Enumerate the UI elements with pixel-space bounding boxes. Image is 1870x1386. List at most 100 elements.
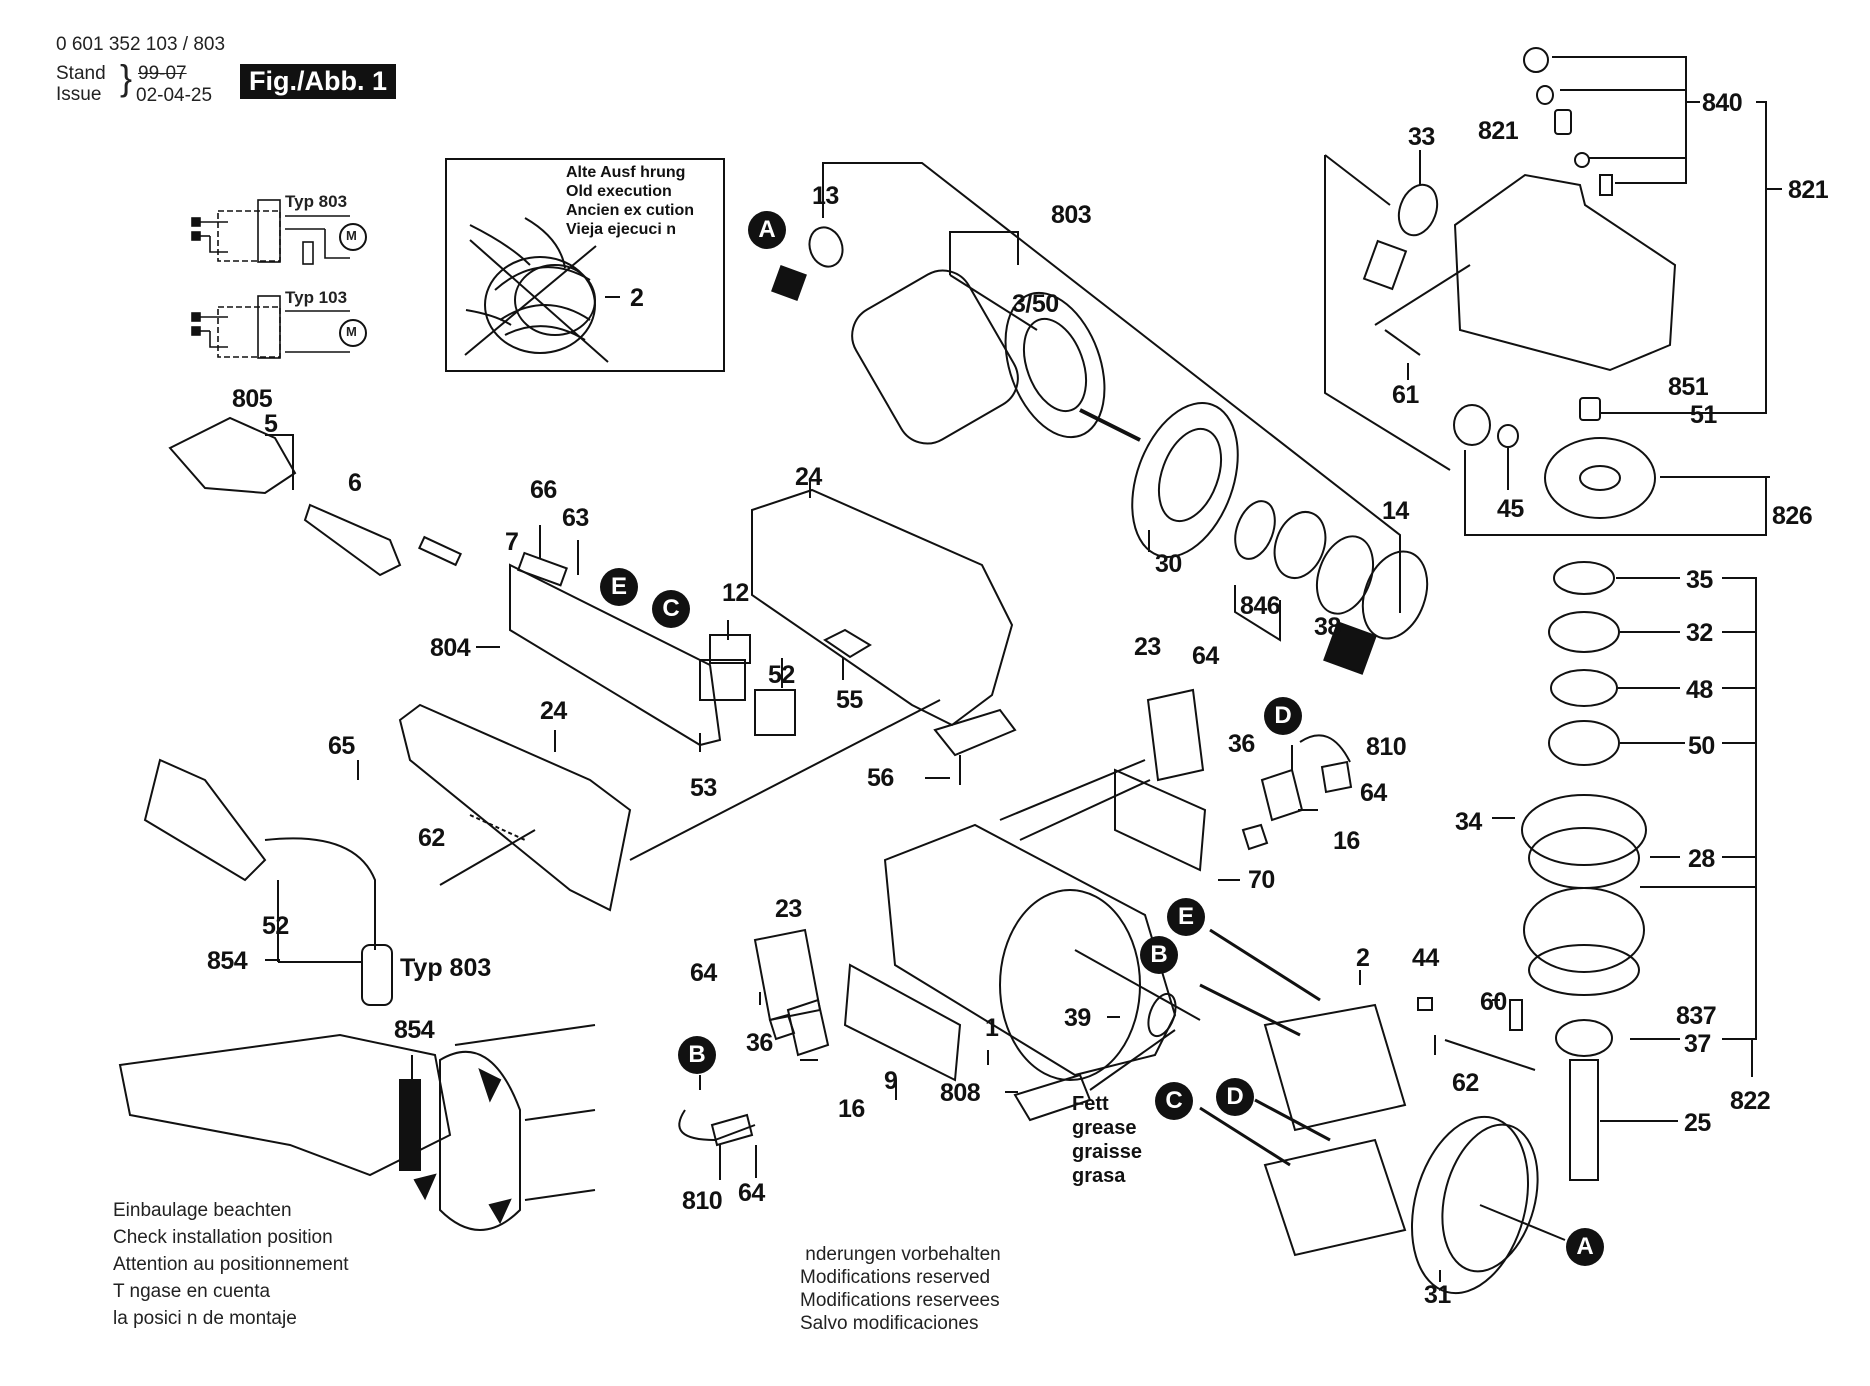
- part-label-64-right: 64: [1360, 779, 1387, 807]
- connector-marker-b-brush: B: [678, 1036, 716, 1074]
- part-label-64-left-top: 64: [690, 959, 717, 987]
- motor-symbol-803: M: [346, 228, 357, 243]
- part-label-851: 851: [1668, 373, 1709, 401]
- connector-marker-b-stator: B: [1140, 936, 1178, 974]
- part-label-13: 13: [812, 182, 839, 210]
- part-label-52-top: 52: [768, 661, 795, 689]
- grease-note-es: grasa: [1072, 1165, 1126, 1187]
- part-label-6: 6: [348, 469, 362, 497]
- part-label-1: 1: [985, 1014, 999, 1042]
- typ-103-wiring-label: Typ 103: [285, 288, 348, 307]
- part-label-826: 826: [1772, 502, 1813, 530]
- part-label-50: 50: [1688, 732, 1715, 760]
- part-label-37: 37: [1684, 1030, 1711, 1058]
- part-label-23-right: 23: [1134, 633, 1161, 661]
- part-label-28: 28: [1688, 845, 1715, 873]
- connector-marker-d-stator: D: [1216, 1078, 1254, 1116]
- bearing-flange-drawing: [1131, 402, 1429, 675]
- part-label-25: 25: [1684, 1109, 1711, 1137]
- part-label-61: 61: [1392, 381, 1419, 409]
- part-label-45: 45: [1497, 495, 1524, 523]
- wiring-schematic-103: [191, 295, 367, 359]
- part-label-803: 803: [1051, 201, 1092, 229]
- part-label-810-left: 810: [682, 1187, 723, 1215]
- old-execution-line-fr: Ancien ex cution: [566, 202, 695, 219]
- wiring-schematic-803: [191, 199, 367, 265]
- cord-switch-drawing: [168, 416, 796, 752]
- gear-housing-drawing: [1324, 47, 1782, 536]
- typ-803-label: Typ 803: [400, 954, 492, 982]
- part-label-44: 44: [1412, 944, 1439, 972]
- part-label-16-right: 16: [1333, 827, 1360, 855]
- part-label-64-left-bottom: 64: [738, 1179, 765, 1207]
- old-stator-drawing: [464, 217, 620, 363]
- old-execution-line-de: Alte Ausf hrung: [566, 164, 686, 181]
- part-label-14: 14: [1382, 497, 1409, 525]
- part-label-846: 846: [1240, 592, 1281, 620]
- part-label-3-50: 3/50: [1012, 290, 1059, 318]
- part-label-2-old: 2: [630, 284, 644, 312]
- part-label-64-right-top: 64: [1192, 642, 1219, 670]
- part-label-62-handle: 62: [418, 824, 445, 852]
- figure-badge: Fig./Abb. 1: [240, 64, 396, 99]
- issue-label: Issue: [56, 84, 102, 105]
- part-label-60: 60: [1480, 988, 1507, 1016]
- part-label-854-inset: 854: [207, 947, 248, 975]
- installation-note-fr: Attention au positionnement: [113, 1254, 349, 1275]
- grease-note-de: Fett: [1072, 1093, 1109, 1115]
- part-label-33: 33: [1408, 123, 1435, 151]
- connector-marker-e-stator: E: [1167, 898, 1205, 936]
- part-number: 0 601 352 103 / 803: [56, 34, 226, 55]
- part-label-62-stator: 62: [1452, 1069, 1479, 1097]
- part-label-837: 837: [1676, 1002, 1717, 1030]
- connector-marker-a-bottom: A: [1566, 1228, 1604, 1266]
- part-label-38: 38: [1314, 613, 1341, 641]
- part-label-24-top: 24: [795, 463, 822, 491]
- old-execution-line-es: Vieja ejecuci n: [566, 221, 676, 238]
- part-label-70: 70: [1248, 866, 1275, 894]
- modifications-note-es: Salvo modificaciones: [800, 1313, 979, 1334]
- armature-drawing: [771, 162, 1401, 613]
- stand-old-date: 99-07: [138, 63, 187, 84]
- stator-drawing: [1199, 928, 1566, 1295]
- connector-marker-c-stator: C: [1155, 1082, 1193, 1120]
- modifications-note-fr: Modifications reservees: [800, 1290, 1000, 1311]
- grease-note-fr: graisse: [1072, 1141, 1143, 1163]
- motor-symbol-103: M: [346, 324, 357, 339]
- brush-holder-drawing: [678, 734, 1353, 1180]
- part-label-53: 53: [690, 774, 717, 802]
- part-label-821-assembly: 821: [1788, 176, 1829, 204]
- old-execution-frame: [445, 158, 725, 372]
- installation-note-es-2: la posici n de montaje: [113, 1308, 297, 1329]
- part-label-821-knob: 821: [1478, 117, 1519, 145]
- installation-note-en: Check installation position: [113, 1227, 333, 1248]
- part-label-12: 12: [722, 579, 749, 607]
- part-label-48: 48: [1686, 676, 1713, 704]
- part-label-808: 808: [940, 1079, 981, 1107]
- handle-halves-drawing: [357, 478, 1014, 912]
- part-label-39: 39: [1064, 1004, 1091, 1032]
- connector-marker-d-brush: D: [1264, 697, 1302, 735]
- part-label-65: 65: [328, 732, 355, 760]
- part-label-23-left: 23: [775, 895, 802, 923]
- part-label-804: 804: [430, 634, 471, 662]
- part-label-31: 31: [1424, 1281, 1451, 1309]
- part-label-52-inset: 52: [262, 912, 289, 940]
- old-execution-line-en: Old execution: [566, 183, 672, 200]
- part-label-30: 30: [1155, 550, 1182, 578]
- part-label-34: 34: [1455, 808, 1482, 836]
- part-label-810-right: 810: [1366, 733, 1407, 761]
- part-label-56: 56: [867, 764, 894, 792]
- part-label-63: 63: [562, 504, 589, 532]
- part-label-854-installation: 854: [394, 1016, 435, 1044]
- part-label-805: 805: [232, 385, 273, 413]
- part-label-7: 7: [505, 528, 519, 556]
- part-label-55: 55: [836, 686, 863, 714]
- part-label-32: 32: [1686, 619, 1713, 647]
- part-label-36-right: 36: [1228, 730, 1255, 758]
- modifications-note-en: Modifications reserved: [800, 1267, 991, 1288]
- part-label-2: 2: [1356, 944, 1370, 972]
- connector-marker-e-switch: E: [600, 568, 638, 606]
